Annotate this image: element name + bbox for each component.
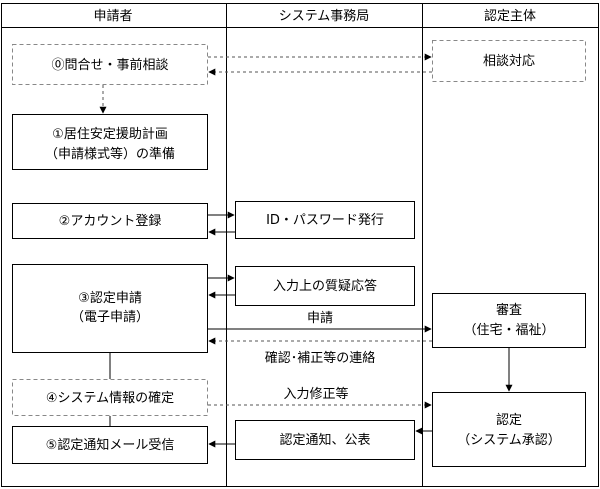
box-plan-text-2: （申請様式等）の準備 (45, 146, 175, 162)
box-confirm-info-text: ④システム情報の確定 (46, 390, 174, 406)
box-confirm-info (12, 379, 208, 416)
box-certify-text-1: 認定 (496, 412, 522, 428)
box-inquiry (12, 44, 208, 85)
box-plan (12, 114, 208, 170)
box-review-text-1: 審査 (496, 303, 522, 318)
label-input-fix: 入力修正等 (283, 386, 348, 402)
box-id-issue-text: ID・パスワード発行 (266, 213, 384, 228)
label-correction-contact: 確認･補正等の連絡 (265, 350, 376, 366)
box-account (12, 203, 208, 239)
box-mail (12, 426, 208, 464)
box-review (432, 293, 586, 348)
box-apply-text-1: ③認定申請 (78, 290, 142, 306)
label-apply: 申請 (307, 311, 333, 326)
box-plan-text-1: ①居住安定援助計画 (52, 126, 168, 142)
box-certify-text-2: （システム承認） (457, 432, 561, 448)
box-qa (235, 266, 415, 306)
box-qa-text: 入力上の質疑応答 (273, 278, 377, 294)
box-review-text-2: （住宅・福祉） (463, 323, 554, 338)
box-notify (235, 420, 415, 460)
box-notify-text: 認定通知、公表 (279, 432, 370, 448)
box-id-issue (235, 201, 415, 239)
swimlane-frame (1, 3, 599, 487)
box-account-text: ②アカウント登録 (59, 214, 162, 229)
box-inquiry-text: ⓪問合せ・事前相談 (51, 57, 168, 73)
lane-title-applicant: 申請者 (93, 9, 132, 24)
box-mail-text: ⑤認定通知メール受信 (46, 437, 175, 453)
box-consult-text: 相談対応 (483, 53, 535, 69)
box-certify (432, 392, 586, 467)
box-apply (12, 264, 208, 353)
lane-title-secretariat: システム事務局 (279, 9, 370, 24)
box-apply-text-2: （電子申請） (71, 310, 149, 325)
box-consult (432, 40, 586, 82)
lane-title-certifier: 認定主体 (484, 8, 536, 24)
